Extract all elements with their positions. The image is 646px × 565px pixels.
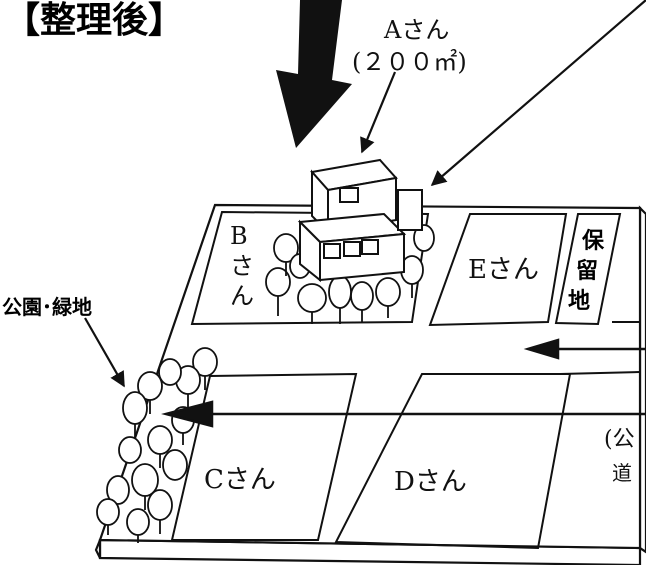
public-road-label-line1: (公 (604, 427, 635, 452)
annotation-arrows (84, 0, 646, 388)
lot-e-outline (428, 213, 568, 327)
lot-outlines (170, 210, 641, 550)
public-road-label-line2: 道 (612, 461, 632, 485)
park-trees (96, 347, 218, 543)
lot-c-outline (170, 372, 358, 541)
lot-a-area: (２００㎡) (352, 48, 467, 76)
park-label: 公園･緑地 (2, 295, 92, 319)
lot-e-name: Eさん (468, 255, 539, 285)
house-a-icon (297, 158, 423, 283)
lot-c-name: Cさん (204, 465, 276, 495)
lot-a-name: Aさん (383, 16, 449, 44)
lot-b-char-2: さ (230, 252, 254, 280)
lot-d-outline (334, 373, 572, 550)
reserve-land-char-1: 保 (581, 229, 605, 254)
lot-d-name: Dさん (394, 467, 467, 497)
reserve-land-char-2: 留 (576, 258, 598, 284)
reserve-land-outline (554, 213, 622, 326)
lot-b-char-3: ん (230, 282, 254, 310)
road-arrows (161, 338, 646, 428)
reserve-land-char-3: 地 (568, 289, 590, 314)
lot-b-char-1: B (230, 222, 248, 250)
big-down-arrow (276, 0, 352, 148)
page-title: 【整理後】 (4, 0, 184, 41)
